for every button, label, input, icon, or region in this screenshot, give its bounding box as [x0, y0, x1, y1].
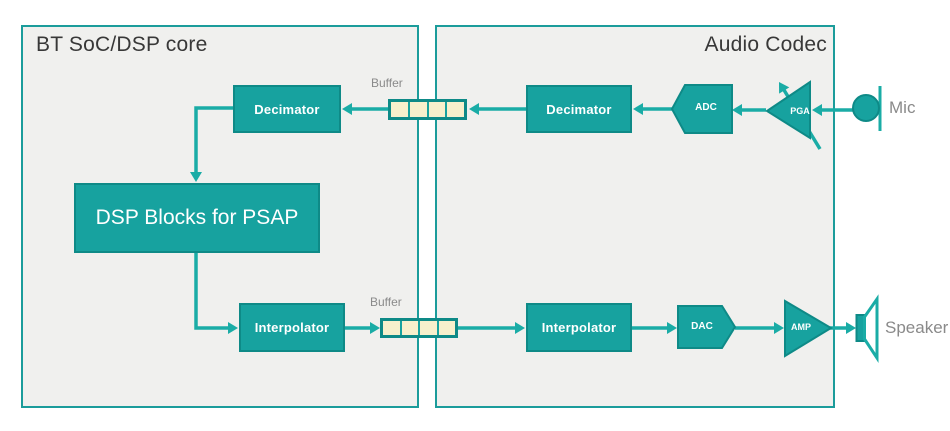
buffer-bottom-label: Buffer: [370, 295, 402, 309]
block-interpolator-right: Interpolator: [526, 303, 632, 352]
block-interpolator-left: Interpolator: [239, 303, 345, 352]
buffer-bottom: [380, 318, 458, 338]
buffer-cell: [426, 102, 446, 117]
speaker-cone-icon: [863, 294, 879, 364]
buffer-cell: [436, 321, 455, 335]
block-decimator-right-label: Decimator: [546, 101, 612, 117]
mic-label: Mic: [889, 98, 916, 117]
buffer-cell: [399, 321, 418, 335]
block-decimator-left: Decimator: [233, 85, 341, 133]
panel-audio-codec: [435, 25, 835, 408]
block-interpolator-right-label: Interpolator: [541, 320, 617, 335]
block-dsp-psap-label: DSP Blocks for PSAP: [95, 206, 299, 229]
panel-title-bt-soc: BT SoC/DSP core: [36, 33, 208, 56]
block-decimator-right: Decimator: [526, 85, 632, 133]
arrowhead-into-speaker: [846, 322, 856, 334]
block-decimator-left-label: Decimator: [254, 101, 320, 117]
buffer-cell: [418, 321, 437, 335]
buffer-top: [388, 99, 467, 120]
buffer-cell: [407, 102, 427, 117]
buffer-cell: [391, 102, 408, 117]
speaker-driver-rect: [855, 314, 866, 342]
block-dsp-psap: DSP Blocks for PSAP: [74, 183, 320, 253]
buffer-cell: [445, 102, 464, 117]
block-interpolator-left-label: Interpolator: [254, 320, 330, 335]
speaker-label: Speaker: [885, 318, 949, 337]
buffer-cell: [383, 321, 400, 335]
panel-title-audio-codec: Audio Codec: [704, 33, 827, 56]
mic-icon: [852, 94, 880, 122]
buffer-top-label: Buffer: [371, 76, 403, 90]
